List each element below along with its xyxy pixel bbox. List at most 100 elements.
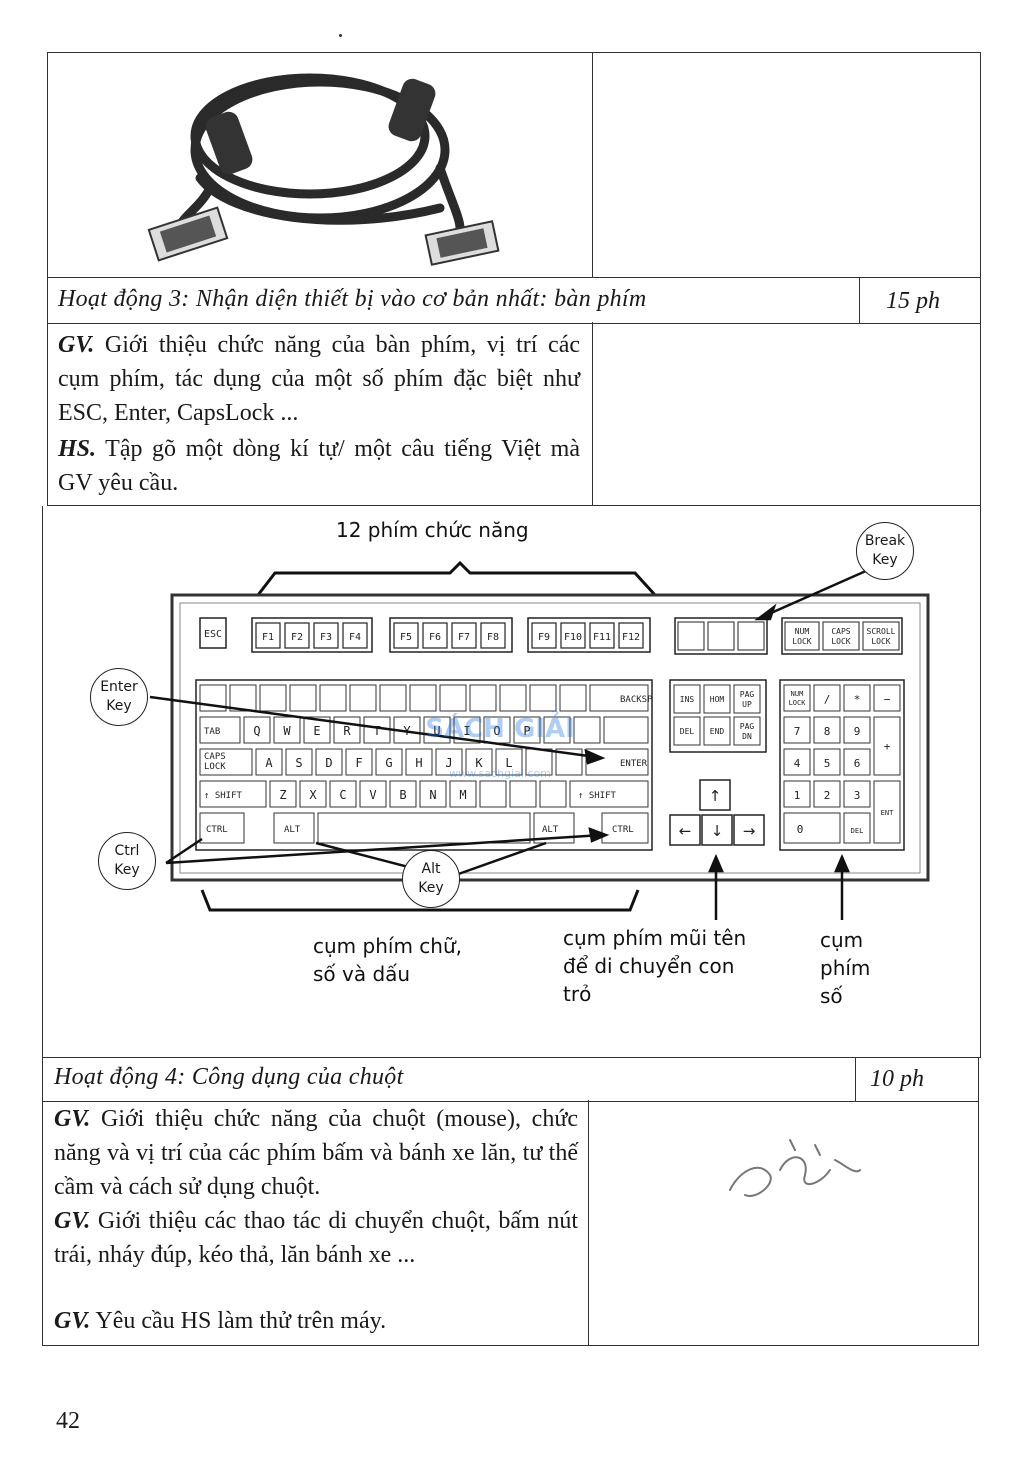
activity4-time: 10 ph — [870, 1066, 924, 1092]
svg-text:←: ← — [679, 822, 692, 840]
svg-text:CAPS: CAPS — [204, 752, 226, 762]
vga-connector-right — [424, 220, 500, 266]
activity3-gv-text: Giới thiệu chức năng của bàn phím, vị tr… — [58, 332, 581, 426]
svg-text:J: J — [445, 756, 452, 770]
svg-text:8: 8 — [824, 725, 831, 738]
letters-group-line2: số và dấu — [313, 962, 411, 986]
svg-text:F9: F9 — [538, 632, 550, 643]
svg-text:TAB: TAB — [204, 727, 220, 737]
hs-label: HS. — [58, 436, 97, 462]
svg-text:A: A — [265, 756, 273, 770]
svg-text:G: G — [385, 756, 392, 770]
svg-text:CTRL: CTRL — [206, 825, 228, 835]
activity3-title: Hoạt động 3: Nhận diện thiết bị vào cơ b… — [58, 286, 647, 312]
svg-text:F3: F3 — [320, 632, 332, 643]
alt-key-line2: Key — [418, 880, 444, 896]
svg-text:END: END — [710, 727, 725, 736]
vga-connector-left — [147, 206, 229, 262]
svg-text:CTRL: CTRL — [612, 825, 634, 835]
svg-text:UP: UP — [742, 700, 752, 709]
activity3-time: 15 ph — [886, 288, 940, 314]
svg-text:N: N — [429, 788, 436, 802]
svg-text:NUM: NUM — [791, 690, 804, 698]
svg-text:LOCK: LOCK — [871, 637, 890, 646]
svg-text:X: X — [309, 788, 317, 802]
svg-text:DEL: DEL — [851, 827, 864, 835]
handwritten-scribble — [729, 1139, 861, 1197]
svg-text:2: 2 — [824, 789, 831, 802]
watermark-logo: SÁCH GIẢI — [425, 709, 575, 744]
activity3-time-divider — [859, 278, 860, 324]
svg-text:SCROLL: SCROLL — [867, 627, 896, 636]
numpad-group-line2: phím — [820, 956, 871, 980]
activity3-body-divider — [592, 322, 593, 506]
numpad-group-label: cụm phím số — [820, 926, 870, 1010]
svg-text:F11: F11 — [593, 632, 611, 643]
activity3-hs-text: Tập gõ một dòng kí tự/ một câu tiếng Việ… — [58, 436, 580, 496]
svg-text:LOCK: LOCK — [831, 637, 850, 646]
svg-text:5: 5 — [824, 757, 831, 770]
svg-text:7: 7 — [794, 725, 801, 738]
function-keys-brace — [256, 560, 657, 597]
ferrite-core-left — [205, 111, 253, 175]
svg-text:F: F — [355, 756, 362, 770]
svg-text:M: M — [459, 788, 466, 802]
svg-text:F4: F4 — [349, 632, 361, 643]
svg-text:PAG: PAG — [740, 722, 755, 731]
svg-text:1: 1 — [794, 789, 801, 802]
svg-text:F2: F2 — [291, 632, 303, 643]
svg-text:↑ SHIFT: ↑ SHIFT — [578, 791, 617, 801]
svg-text:*: * — [854, 693, 861, 706]
svg-text:I: I — [463, 724, 470, 738]
numpad-group-line1: cụm — [820, 928, 864, 952]
svg-text:T: T — [373, 724, 380, 738]
svg-text:F8: F8 — [487, 632, 499, 643]
svg-text:H: H — [415, 756, 422, 770]
svg-text:→: → — [743, 822, 756, 840]
arrow-group-line2: để di chuyển con — [563, 954, 735, 978]
letters-group-brace — [200, 889, 640, 912]
svg-text:NUM: NUM — [795, 627, 810, 636]
arrow-group-line3: trỏ — [563, 982, 592, 1006]
ctrl-key-line2: Key — [114, 862, 140, 878]
svg-text:S: S — [295, 756, 302, 770]
svg-text:HOM: HOM — [710, 695, 725, 704]
svg-text:+: + — [884, 740, 891, 753]
enter-key-line2: Key — [106, 698, 132, 714]
activity4-gv1-paragraph: GV. Giới thiệu chức năng của chuột (mous… — [54, 1102, 578, 1204]
arrow-group-label: cụm phím mũi tên để di chuyển con trỏ — [563, 924, 746, 1008]
svg-text:U: U — [433, 724, 440, 738]
svg-text:R: R — [343, 724, 351, 738]
svg-text:C: C — [339, 788, 346, 802]
svg-text:P: P — [523, 724, 530, 738]
svg-text:F6: F6 — [429, 632, 441, 643]
activity4-gv3-paragraph: GV. Yêu cầu HS làm thử trên máy. — [54, 1304, 578, 1338]
numpad-group-line3: số — [820, 984, 843, 1008]
ferrite-core-right — [388, 78, 436, 142]
svg-text:ALT: ALT — [542, 825, 559, 835]
activity4-time-divider — [855, 1058, 856, 1102]
svg-text:W: W — [283, 724, 291, 738]
keyboard-diagram-row — [42, 506, 981, 1058]
svg-text:LOCK: LOCK — [789, 699, 807, 707]
gv2-label: GV. — [54, 1208, 91, 1234]
activity3-header-row — [47, 278, 981, 324]
svg-text:↑: ↑ — [709, 787, 722, 805]
svg-text:D: D — [325, 756, 332, 770]
svg-text:ALT: ALT — [284, 825, 301, 835]
svg-text:F5: F5 — [400, 632, 412, 643]
arrow-group-line1: cụm phím mũi tên — [563, 926, 747, 950]
svg-text:/: / — [824, 693, 831, 706]
gv1-label: GV. — [54, 1106, 91, 1132]
svg-text:ENT: ENT — [881, 809, 894, 817]
svg-text:Z: Z — [279, 788, 286, 802]
activity4-header-row — [42, 1058, 979, 1102]
svg-text:V: V — [369, 788, 376, 802]
svg-text:E: E — [313, 724, 320, 738]
svg-text:INS: INS — [680, 695, 695, 704]
svg-text:DEL: DEL — [680, 727, 695, 736]
